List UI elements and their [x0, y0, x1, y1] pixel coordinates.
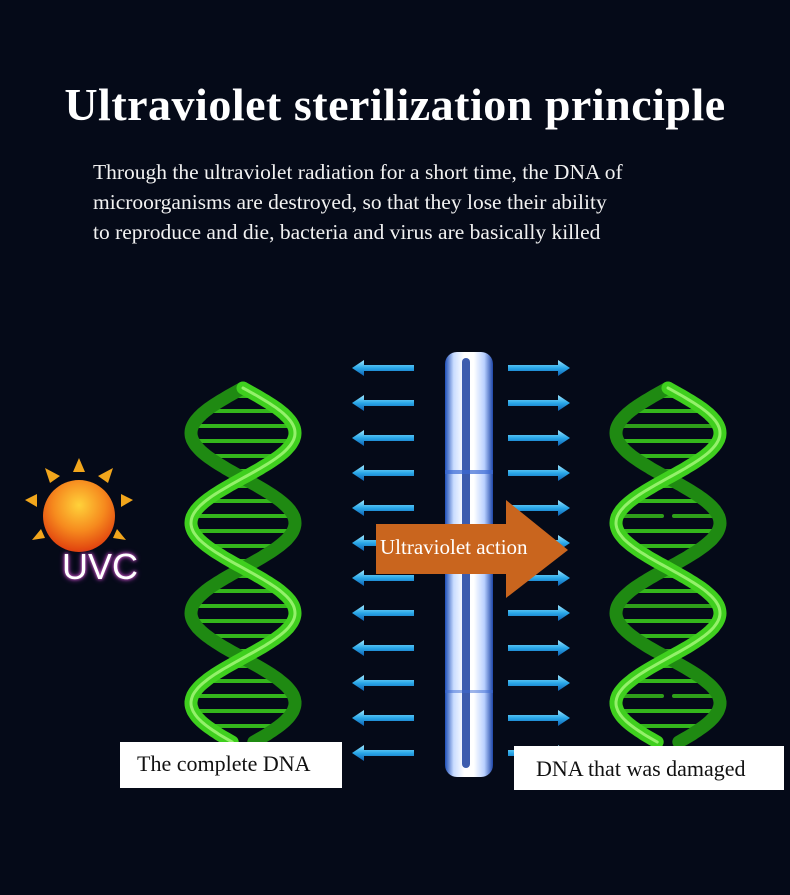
uvc-label: UVC: [62, 546, 139, 587]
radiation-arrow-icon: [352, 675, 414, 691]
radiation-arrow-icon: [352, 360, 414, 376]
radiation-arrow-icon: [352, 465, 414, 481]
dna-helix-icon: [184, 381, 302, 749]
radiation-arrow-icon: [508, 570, 570, 586]
radiation-arrow-icon: [352, 570, 414, 586]
radiation-arrow-icon: [508, 500, 570, 516]
complete-dna-label: The complete DNA: [120, 742, 342, 788]
radiation-arrow-icon: [508, 430, 570, 446]
action-arrow-icon: [376, 500, 568, 598]
dna-strand-highlight: [189, 386, 297, 744]
radiation-arrow-icon: [508, 465, 570, 481]
radiation-arrow-icon: [352, 745, 414, 761]
description-line: Through the ultraviolet radiation for a …: [93, 160, 623, 184]
radiation-arrow-icon: [352, 710, 414, 726]
radiation-arrow-icon: [352, 395, 414, 411]
sun-icon: [25, 458, 133, 552]
description-line: microorganisms are destroyed, so that th…: [93, 190, 607, 214]
ultraviolet-action-label: Ultraviolet action: [380, 535, 528, 559]
dna-strand-highlight: [614, 386, 722, 744]
description: Through the ultraviolet radiation for a …: [93, 157, 733, 247]
radiation-arrow-icon: [508, 395, 570, 411]
radiation-arrow-icon: [352, 430, 414, 446]
radiation-arrow-icon: [508, 605, 570, 621]
dna-helix-icon: [609, 381, 727, 749]
description-line: to reproduce and die, bacteria and virus…: [93, 220, 601, 244]
page-title: Ultraviolet sterilization principle: [64, 79, 726, 130]
radiation-arrow-icon: [508, 710, 570, 726]
radiation-arrow-icon: [352, 605, 414, 621]
radiation-arrow-icon: [352, 640, 414, 656]
radiation-arrow-icon: [508, 360, 570, 376]
radiation-arrow-icon: [508, 675, 570, 691]
radiation-arrow-icon: [352, 500, 414, 516]
radiation-arrow-icon: [508, 640, 570, 656]
damaged-dna-label: DNA that was damaged: [514, 746, 784, 790]
